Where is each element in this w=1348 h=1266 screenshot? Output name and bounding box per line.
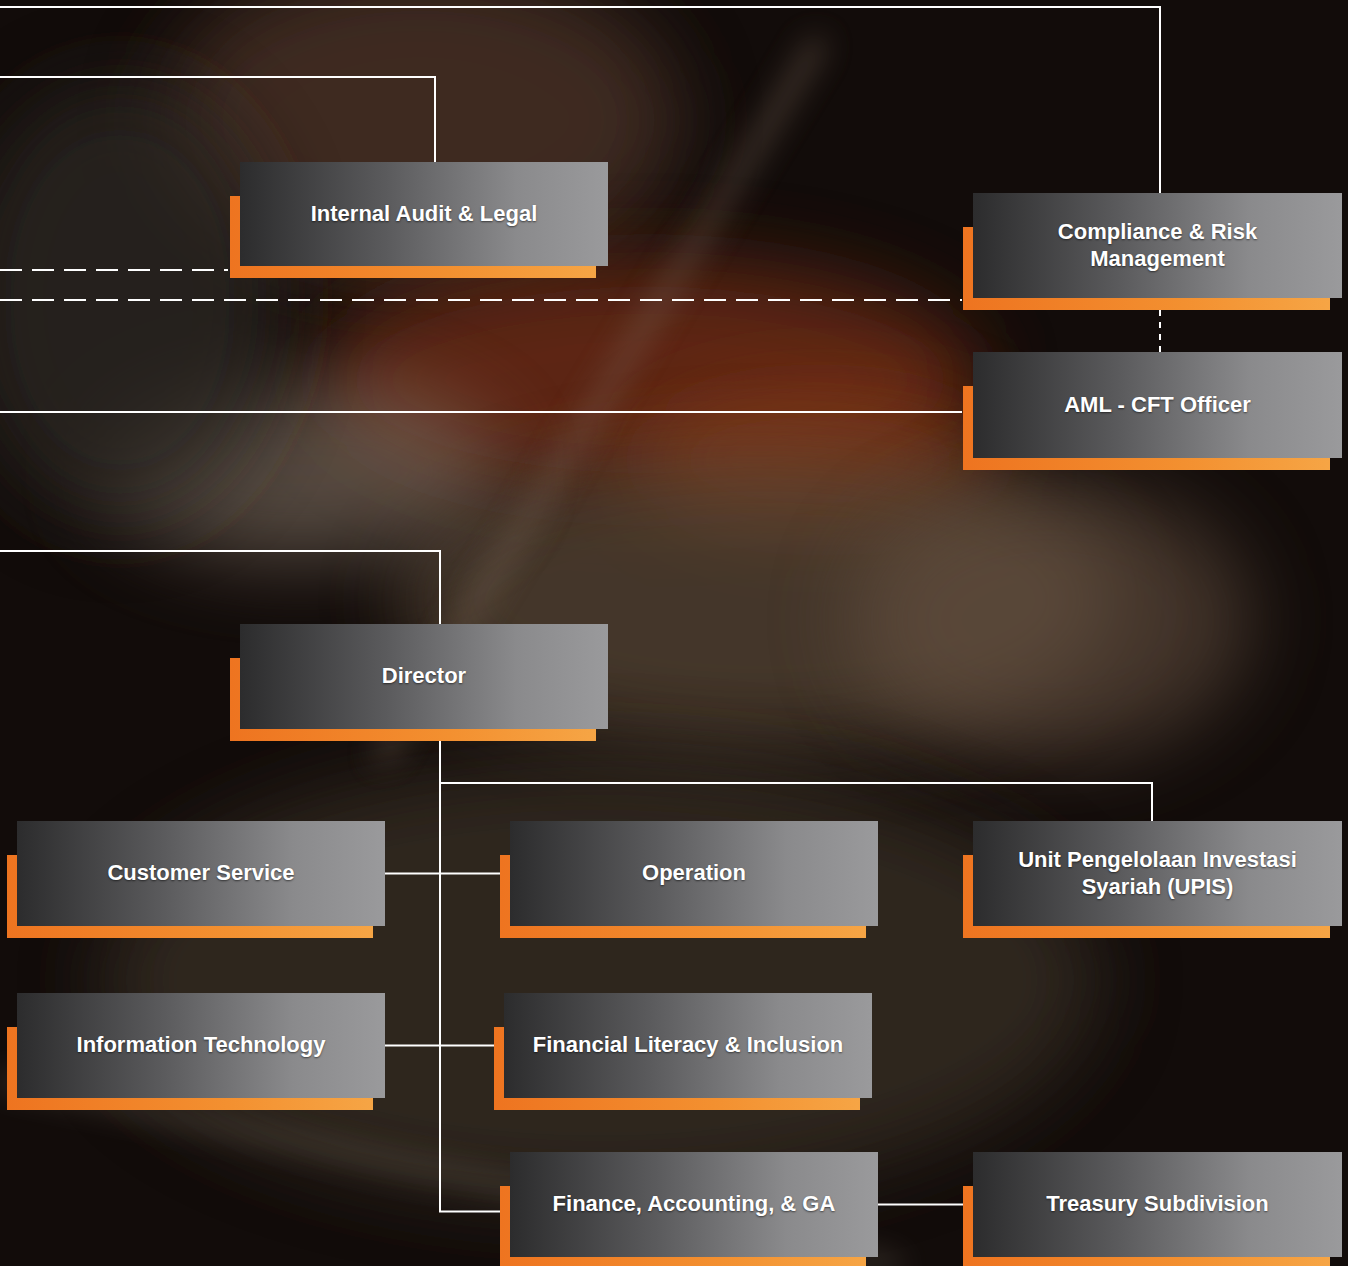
box-label: Customer Service [107, 860, 294, 887]
org-connector [440, 729, 504, 1046]
box-label: Unit Pengelolaan Investasi Syariah (UPIS… [991, 847, 1324, 901]
box-label: Financial Literacy & Inclusion [533, 1032, 844, 1059]
org-box: Compliance & Risk Management [973, 193, 1342, 298]
org-connector [440, 729, 1152, 821]
org-connector [878, 1204, 973, 1206]
org-box: AML - CFT Officer [973, 352, 1342, 458]
org-connector [385, 729, 440, 874]
org-box: Finance, Accounting, & GA [510, 1152, 878, 1257]
org-connector [385, 729, 440, 1046]
box-label: Operation [642, 860, 746, 887]
box-label: Director [382, 663, 466, 690]
dashed-line [0, 269, 228, 271]
org-box: Information Technology [17, 993, 385, 1098]
org-box: Financial Literacy & Inclusion [504, 993, 872, 1098]
box-label: Treasury Subdivision [1046, 1191, 1269, 1218]
box-label: Compliance & Risk Management [991, 219, 1324, 273]
org-box: Director [240, 624, 608, 729]
org-box: Treasury Subdivision [973, 1152, 1342, 1257]
org-box: Customer Service [17, 821, 385, 926]
box-label: Internal Audit & Legal [311, 201, 538, 228]
board-line [0, 411, 962, 413]
org-box: Operation [510, 821, 878, 926]
dashed-line [0, 299, 962, 301]
org-connector [440, 729, 510, 1212]
org-connector [440, 729, 510, 874]
box-label: Information Technology [77, 1032, 326, 1059]
org-box: Internal Audit & Legal [240, 162, 608, 266]
board-line [0, 551, 440, 624]
box-label: Finance, Accounting, & GA [553, 1191, 836, 1218]
board-line [0, 77, 435, 162]
box-label: AML - CFT Officer [1064, 392, 1251, 419]
org-box: Unit Pengelolaan Investasi Syariah (UPIS… [973, 821, 1342, 926]
